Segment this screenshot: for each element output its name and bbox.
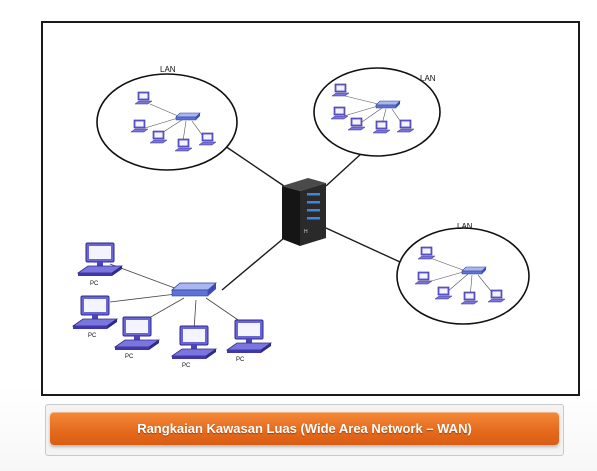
lan-cloud-right: LAN — [396, 222, 530, 325]
lan-ellipse — [396, 227, 530, 325]
caption-panel: Rangkaian Kawasan Luas (Wide Area Networ… — [45, 404, 564, 456]
caption-text: Rangkaian Kawasan Luas (Wide Area Networ… — [137, 421, 472, 436]
wan-links — [221, 145, 401, 291]
pc-icon — [171, 325, 217, 360]
link-lan-topright — [325, 152, 363, 187]
pc-label: PC — [125, 354, 134, 360]
pc-icon — [72, 295, 118, 330]
lan-label: LAN — [160, 65, 176, 74]
server-badge: H — [304, 229, 308, 235]
server-icon: H — [282, 178, 326, 246]
pc-icon — [226, 319, 272, 354]
pc-icon — [114, 316, 160, 351]
lan-cloud-topright: LAN — [313, 67, 441, 157]
pc-label: PC — [182, 363, 191, 369]
lan-bottomleft: PC PC PC PC PC — [72, 242, 272, 369]
lan-label: LAN — [457, 222, 473, 231]
switch-icon — [175, 112, 201, 121]
switch-icon — [170, 282, 218, 297]
switch-icon — [461, 266, 487, 275]
pc-label: PC — [88, 333, 97, 339]
lan-cloud-topleft: LAN — [96, 65, 238, 171]
link-lan-bottomleft — [221, 237, 285, 291]
pc-label: PC — [90, 281, 99, 287]
lan-ellipse — [96, 73, 238, 171]
lan-label: LAN — [420, 74, 436, 83]
pc-icon — [77, 242, 123, 277]
pc-label: PC — [236, 357, 245, 363]
link-lan-topleft — [224, 145, 285, 187]
caption-banner: Rangkaian Kawasan Luas (Wide Area Networ… — [50, 412, 559, 445]
link-lan-right — [325, 227, 401, 263]
switch-icon — [375, 100, 401, 109]
